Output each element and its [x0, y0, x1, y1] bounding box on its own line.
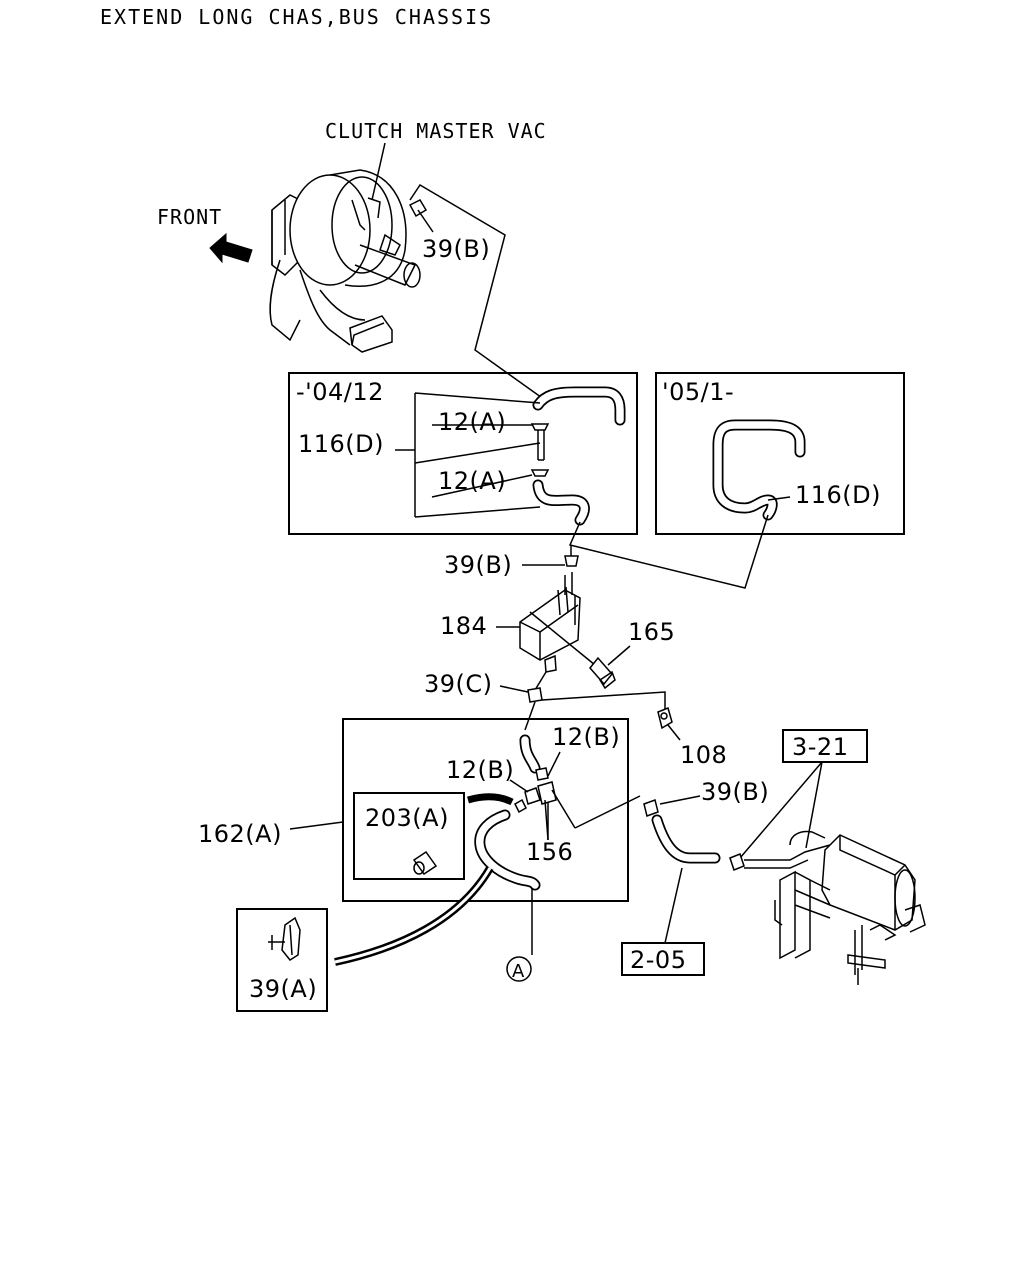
clamp-12a-lower [530, 469, 550, 477]
connector-203a [412, 850, 438, 876]
clip-tank [729, 853, 745, 871]
clamp-12a-upper [530, 423, 550, 461]
clamp-12b-1 [535, 767, 549, 781]
label-39b-mid: 39(B) [444, 551, 512, 579]
hose-kit-upper [519, 734, 541, 774]
hose-2-05 [651, 814, 721, 864]
variant-box-late [655, 372, 905, 535]
label-clutch-master-vac: CLUTCH MASTER VAC [325, 119, 547, 143]
label-116d-right: 116(D) [795, 481, 881, 509]
label-12a-1: 12(A) [438, 408, 506, 436]
clip-39c [527, 687, 543, 703]
label-108: 108 [680, 741, 727, 769]
hose-upper-early [532, 386, 626, 426]
clip-39a [268, 916, 301, 961]
label-front: FRONT [157, 205, 222, 229]
label-162a: 162(A) [198, 820, 282, 848]
clip-39b-top [408, 199, 434, 233]
label-156: 156 [526, 838, 573, 866]
clutch-master-vac-illustration [269, 169, 421, 353]
label-12a-2: 12(A) [438, 467, 506, 495]
label-165: 165 [628, 618, 675, 646]
label-39a: 39(A) [249, 975, 317, 1003]
label-ref-a: A [512, 961, 525, 982]
label-12b-1: 12(B) [552, 723, 620, 751]
fitting-108 [657, 706, 673, 730]
label-3-21: 3-21 [792, 733, 848, 761]
hose-late [712, 419, 806, 521]
clamp-12b-2 [524, 787, 541, 805]
valve-184 [519, 572, 581, 673]
kit-box-162a [342, 718, 629, 902]
label-12b-2: 12(B) [446, 756, 514, 784]
detail-box-203a [353, 792, 465, 880]
label-203a: 203(A) [365, 804, 449, 832]
ref-box-2-05 [621, 942, 705, 976]
label-116d-left: 116(D) [298, 430, 384, 458]
variant-box-early [288, 372, 638, 535]
label-range-late: '05/1- [662, 378, 734, 406]
label-184: 184 [440, 612, 487, 640]
ref-box-3-21 [782, 729, 868, 763]
diagram-header: EXTEND LONG CHAS,BUS CHASSIS [100, 5, 493, 29]
detail-box-39a [236, 908, 328, 1012]
label-2-05: 2-05 [630, 946, 686, 974]
label-39c: 39(C) [424, 670, 493, 698]
label-range-early: -'04/12 [296, 378, 384, 406]
clip-39b-right [643, 799, 659, 817]
label-39b-top: 39(B) [422, 235, 490, 263]
front-arrow-icon [209, 232, 253, 264]
hose-lower-early [532, 479, 590, 526]
vacuum-tank-illustration [744, 830, 926, 985]
circled-letter-icon: A [506, 956, 532, 982]
clip-39b-mid [564, 545, 579, 567]
hose-kit-lower [474, 809, 541, 891]
tee-fitting-156 [537, 781, 576, 841]
bolt-165 [589, 656, 616, 690]
label-39b-right: 39(B) [701, 778, 769, 806]
plug-small [514, 798, 527, 814]
